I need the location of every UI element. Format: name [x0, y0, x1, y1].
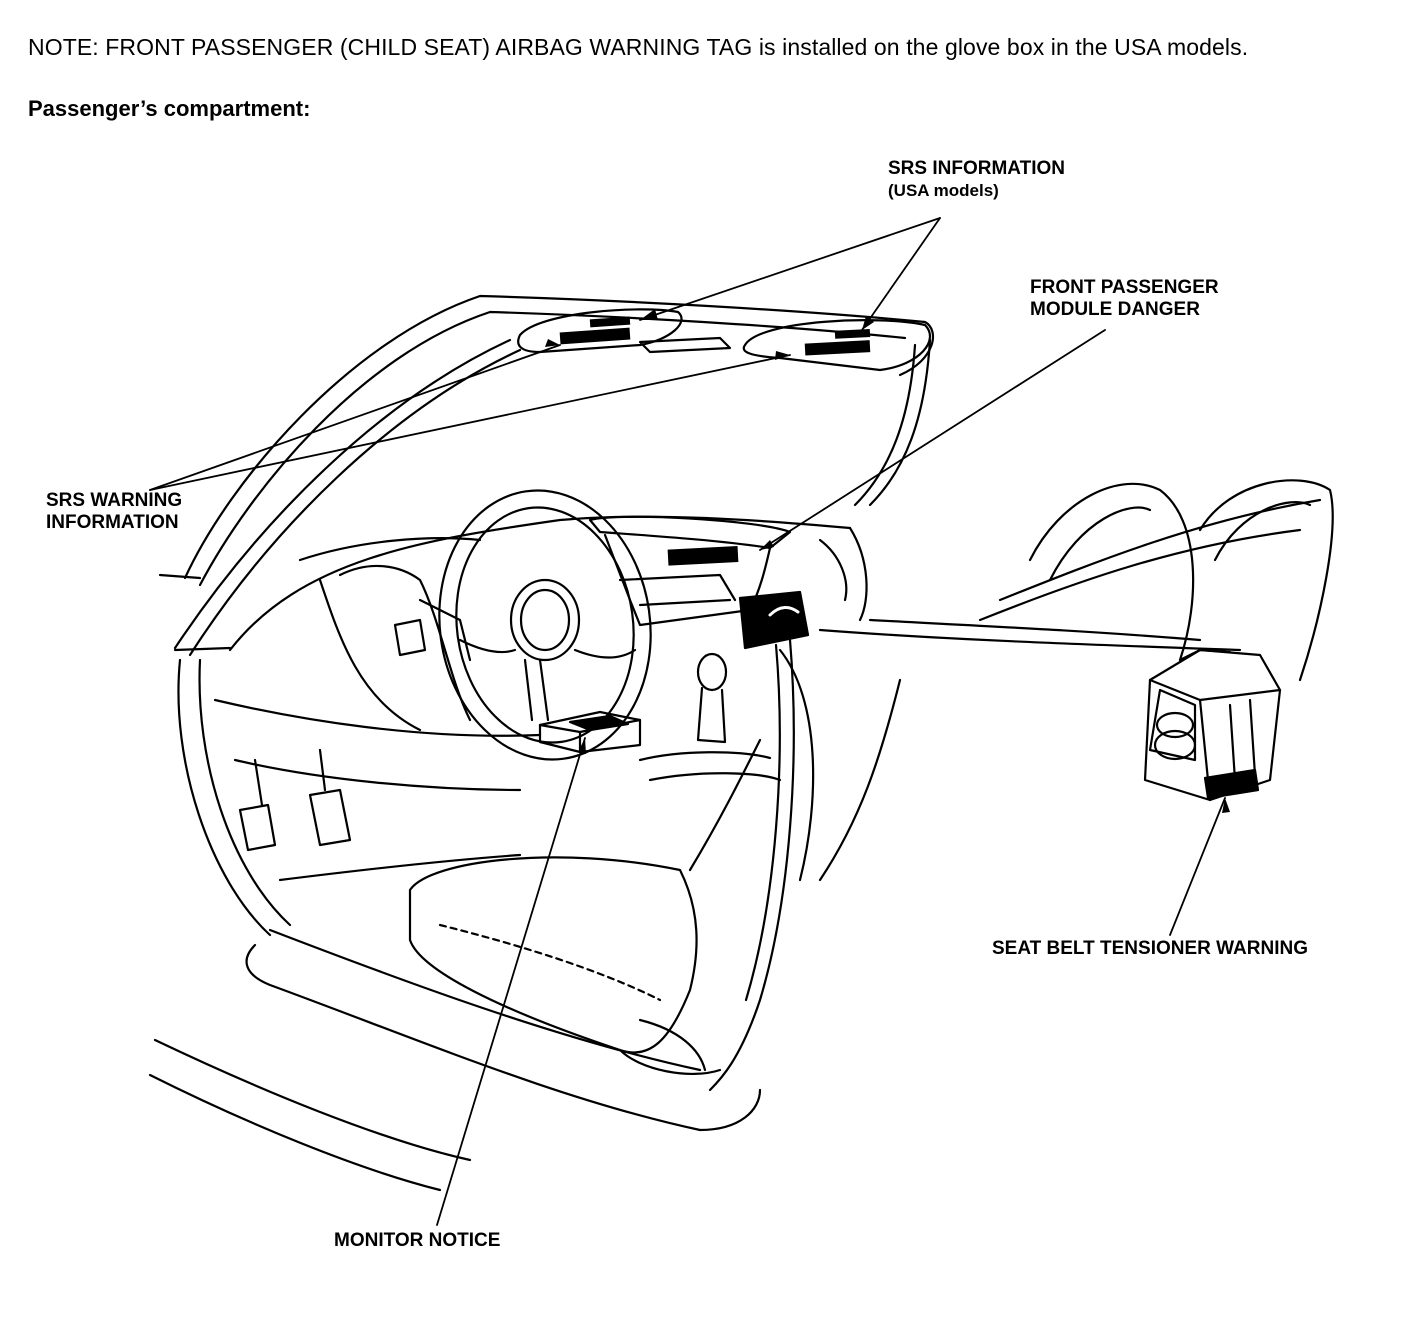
note-text: NOTE: FRONT PASSENGER (CHILD SEAT) AIRBA… — [28, 34, 1249, 60]
passenger-seat-backs — [778, 479, 1334, 882]
driver-seat — [408, 738, 762, 1076]
seat-belt-strap-edge — [744, 643, 781, 1002]
label-srs-information: SRS INFORMATION (USA models) — [888, 158, 1065, 200]
arrowheads — [545, 309, 1230, 813]
label-seat-belt-tensioner-warning: SEAT BELT TENSIONER WARNING — [992, 938, 1308, 959]
seat-belt-tensioner — [1143, 648, 1282, 802]
steering-column-box — [538, 710, 642, 754]
glove-box-label — [738, 590, 810, 650]
seat-belt-strap — [708, 638, 795, 1092]
left-sun-visor — [517, 308, 683, 354]
steering-wheel — [438, 489, 652, 761]
label-srs-warning-information: SRS WARNING INFORMATION — [46, 490, 183, 533]
right-sun-visor — [742, 319, 932, 372]
section-heading: Passenger’s compartment: — [28, 96, 311, 121]
passenger-airbag-module — [588, 515, 792, 627]
rearview-mirror — [638, 336, 732, 354]
floor-and-sill — [148, 658, 762, 1192]
label-monitor-notice: MONITOR NOTICE — [334, 1230, 501, 1251]
label-front-passenger-module-danger: FRONT PASSENGER MODULE DANGER — [1030, 277, 1219, 320]
shift-lever — [638, 652, 782, 782]
pedals — [238, 618, 427, 852]
leader-lines — [149, 217, 1226, 1226]
